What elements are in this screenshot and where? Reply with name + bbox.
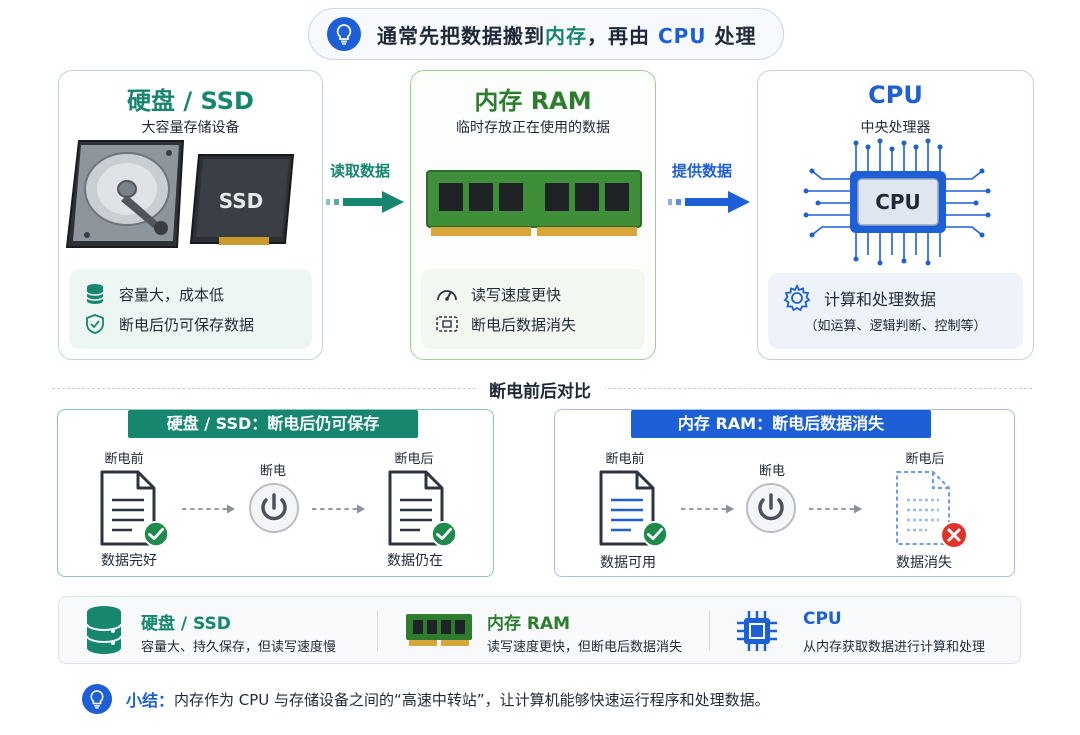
section-title: 断电前后对比 — [0, 377, 1080, 402]
card-cpu: CPU 中央处理器 CPU 计算和处理数据 （如运算、逻辑判断、控制等） — [757, 70, 1034, 360]
ssd-icon: SSD — [189, 154, 295, 245]
power-icon — [248, 482, 300, 534]
card-subtitle: 临时存放正在使用的数据 — [456, 120, 610, 136]
feature-row: 读写速度更快 — [435, 279, 631, 309]
cpu-chip-label: CPU — [875, 190, 921, 214]
stage-power: 断电 — [259, 464, 286, 479]
caption-after: 数据仍在 — [387, 553, 443, 569]
cpu-chip-icon: CPU — [803, 138, 991, 266]
stage-before: 断电前 — [104, 452, 144, 467]
summary-desc: 从内存获取数据进行计算和处理 — [803, 640, 986, 655]
feature-row: 容量大，成本低 — [83, 279, 298, 309]
feature-detail: （如运算、逻辑判断、控制等） — [804, 319, 987, 334]
speedometer-icon — [435, 282, 459, 306]
document-icon — [388, 470, 458, 548]
feature-row: 断电后数据消失 — [435, 309, 631, 339]
comparison-ram: 内存 RAM：断电后数据消失 断电前 数据可用 断电 断电后 数据消失 — [554, 409, 1015, 577]
stage-after: 断电后 — [905, 452, 945, 467]
faded-document-icon — [895, 470, 969, 550]
ssd-label: SSD — [219, 189, 264, 213]
card-subtitle: 大容量存储设备 — [141, 120, 240, 136]
lightbulb-icon — [327, 17, 361, 51]
power-icon — [745, 482, 797, 534]
summary-desc: 容量大、持久保存，但读写速度慢 — [141, 640, 337, 655]
dashed-arrow-icon — [312, 503, 366, 515]
banner-text: 通常先把数据搬到内存，再由 CPU 处理 — [377, 23, 757, 48]
card-ram: 内存 RAM 临时存放正在使用的数据 读写速度更快 断电后数据消失 — [410, 70, 656, 360]
feature-row: 计算和处理数据 — [782, 283, 1009, 313]
card-subtitle: 中央处理器 — [860, 120, 931, 136]
comparison-header: 内存 RAM：断电后数据消失 — [631, 410, 931, 438]
summary-title: CPU — [803, 609, 842, 629]
conclusion-text: 内存作为 CPU 与存储设备之间的“高速中转站”，让计算机能够快速运行程序和处理… — [174, 690, 770, 709]
ram-icon — [406, 614, 472, 646]
conclusion: 小结： 内存作为 CPU 与存储设备之间的“高速中转站”，让计算机能够快速运行程… — [82, 682, 1022, 716]
summary-desc: 读写速度更快，但断电后数据消失 — [487, 640, 683, 655]
feature-box: 计算和处理数据 （如运算、逻辑判断、控制等） — [768, 273, 1023, 349]
card-title: CPU — [868, 81, 923, 109]
stage-after: 断电后 — [394, 452, 434, 467]
feature-box: 读写速度更快 断电后数据消失 — [421, 269, 645, 349]
summary-title: 内存 RAM — [487, 614, 571, 634]
comparison-header: 硬盘 / SSD：断电后仍可保存 — [128, 410, 418, 438]
chip-icon — [737, 611, 777, 651]
caption-before: 数据完好 — [101, 553, 157, 569]
card-title: 硬盘 / SSD — [127, 87, 254, 115]
feature-row: 断电后仍可保存数据 — [83, 309, 298, 339]
flow-label-provide: 提供数据 — [672, 162, 733, 180]
hard-disk-icon — [65, 140, 185, 248]
caption-after: 数据消失 — [896, 555, 952, 571]
top-banner: 通常先把数据搬到内存，再由 CPU 处理 — [308, 8, 784, 60]
stage-power: 断电 — [758, 464, 785, 479]
document-icon — [599, 470, 669, 548]
separator — [709, 611, 710, 651]
conclusion-label: 小结： — [126, 691, 175, 710]
database-icon — [86, 606, 122, 654]
dashed-arrow-icon — [182, 503, 236, 515]
ram-stick-icon — [426, 170, 642, 236]
dashed-arrow-icon — [681, 503, 735, 515]
summary-title: 硬盘 / SSD — [141, 614, 231, 634]
comparison-storage: 硬盘 / SSD：断电后仍可保存 断电前 数据完好 断电 断电后 数据仍在 — [57, 409, 494, 577]
feature-box: 容量大，成本低 断电后仍可保存数据 — [69, 269, 312, 349]
separator — [377, 611, 378, 651]
database-icon — [83, 282, 107, 306]
lightbulb-icon — [82, 684, 112, 714]
caption-before: 数据可用 — [600, 555, 656, 571]
memory-fade-icon — [435, 312, 459, 336]
card-title: 内存 RAM — [474, 87, 592, 115]
stage-before: 断电前 — [605, 452, 645, 467]
gear-icon — [782, 283, 812, 313]
card-storage: 硬盘 / SSD 大容量存储设备 SSD 容量大，成本低 断电后仍可保存数据 — [58, 70, 323, 360]
arrow-right-icon — [668, 191, 750, 213]
document-icon — [100, 470, 170, 548]
shield-check-icon — [83, 312, 107, 336]
flow-label-read: 读取数据 — [330, 162, 391, 180]
summary-strip: 硬盘 / SSD 容量大、持久保存，但读写速度慢 内存 RAM 读写速度更快，但… — [58, 596, 1021, 664]
arrow-right-icon — [326, 191, 404, 213]
dashed-arrow-icon — [809, 503, 863, 515]
